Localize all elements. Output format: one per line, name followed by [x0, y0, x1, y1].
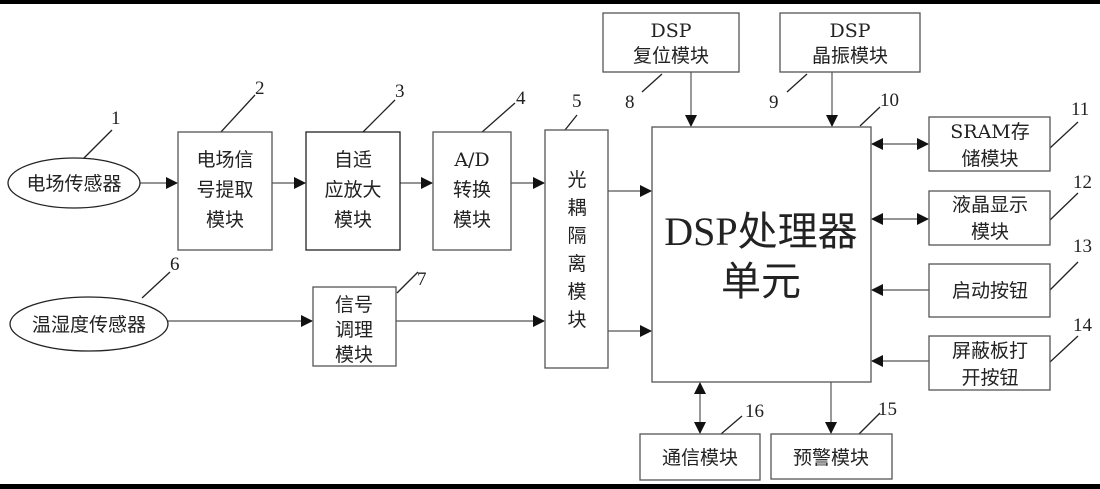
bottom-frame-bar [0, 484, 1100, 489]
svg-text:电场传感器: 电场传感器 [26, 173, 121, 195]
svg-text:自适: 自适 [334, 149, 372, 171]
leader-lines [81, 73, 1079, 435]
svg-text:号提取: 号提取 [196, 179, 253, 201]
label-number-2: 2 [255, 78, 265, 99]
svg-text:晶振模块: 晶振模块 [812, 45, 888, 67]
svg-text:模块: 模块 [971, 221, 1009, 243]
lcd-display-module: 液晶显示 模块 [928, 190, 1051, 246]
adaptive-amplifier-module: 自适 应放大 模块 [305, 131, 401, 251]
svg-text:耦: 耦 [567, 197, 586, 219]
label-number-8: 8 [625, 92, 635, 113]
label-number-13: 13 [1073, 236, 1092, 257]
svg-text:DSP处理器: DSP处理器 [664, 209, 857, 254]
svg-text:预警模块: 预警模块 [793, 447, 869, 469]
svg-text:模块: 模块 [206, 209, 244, 231]
svg-text:启动按钮: 启动按钮 [952, 280, 1028, 302]
ad-converter-module: A/D 转换 模块 [432, 131, 512, 251]
label-number-16: 16 [745, 401, 764, 422]
label-number-1: 1 [111, 108, 121, 129]
svg-text:温湿度传感器: 温湿度传感器 [32, 314, 146, 336]
connectors [140, 72, 929, 434]
svg-text:模块: 模块 [335, 344, 373, 366]
svg-text:电场信: 电场信 [196, 149, 253, 171]
svg-text:复位模块: 复位模块 [633, 45, 709, 67]
optocoupler-isolation-module: 光 耦 隔 离 模 块 [544, 129, 609, 369]
svg-text:DSP: DSP [829, 20, 870, 42]
svg-text:块: 块 [567, 309, 586, 331]
label-number-3: 3 [395, 81, 405, 102]
svg-text:光: 光 [567, 169, 586, 191]
svg-text:转换: 转换 [453, 179, 491, 201]
sram-storage-module: SRAM存 储模块 [928, 116, 1051, 172]
svg-text:开按钮: 开按钮 [961, 367, 1018, 389]
svg-text:A/D: A/D [453, 149, 489, 171]
svg-text:屏蔽板打: 屏蔽板打 [952, 340, 1028, 362]
svg-text:SRAM存: SRAM存 [950, 121, 1030, 143]
label-number-11: 11 [1071, 99, 1089, 120]
dsp-reset-module: DSP 复位模块 [602, 12, 740, 73]
label-number-9: 9 [769, 92, 779, 113]
svg-text:模块: 模块 [453, 209, 491, 231]
temperature-humidity-sensor: 温湿度传感器 [9, 296, 169, 352]
svg-text:储模块: 储模块 [961, 148, 1018, 170]
svg-text:模: 模 [567, 281, 586, 303]
svg-text:模块: 模块 [334, 209, 372, 231]
label-number-10: 10 [880, 90, 899, 111]
label-number-5: 5 [572, 91, 582, 112]
svg-text:通信模块: 通信模块 [662, 447, 738, 469]
dsp-crystal-module: DSP 晶振模块 [779, 12, 921, 73]
label-number-4: 4 [516, 88, 526, 109]
svg-text:单元: 单元 [721, 259, 801, 304]
start-button-module: 启动按钮 [928, 263, 1051, 318]
svg-text:液晶显示: 液晶显示 [952, 194, 1028, 216]
svg-text:信号: 信号 [335, 294, 373, 316]
communication-module: 通信模块 [639, 433, 761, 481]
svg-text:应放大: 应放大 [324, 179, 381, 201]
alarm-module: 预警模块 [770, 433, 893, 480]
signal-conditioning-module: 信号 调理 模块 [312, 286, 397, 367]
label-number-7: 7 [417, 269, 427, 290]
label-number-6: 6 [170, 254, 180, 275]
label-number-14: 14 [1073, 315, 1093, 336]
svg-text:离: 离 [567, 253, 586, 275]
top-frame-bar [0, 0, 1100, 4]
svg-text:调理: 调理 [335, 319, 373, 341]
dsp-processor-unit: DSP处理器 单元 [651, 126, 872, 383]
svg-text:隔: 隔 [567, 225, 586, 247]
field-signal-extraction-module: 电场信 号提取 模块 [177, 131, 273, 251]
label-number-15: 15 [878, 399, 897, 420]
label-number-12: 12 [1073, 172, 1092, 193]
shield-open-button-module: 屏蔽板打 开按钮 [928, 335, 1051, 391]
electric-field-sensor: 电场传感器 [7, 157, 141, 209]
svg-text:DSP: DSP [650, 20, 691, 42]
